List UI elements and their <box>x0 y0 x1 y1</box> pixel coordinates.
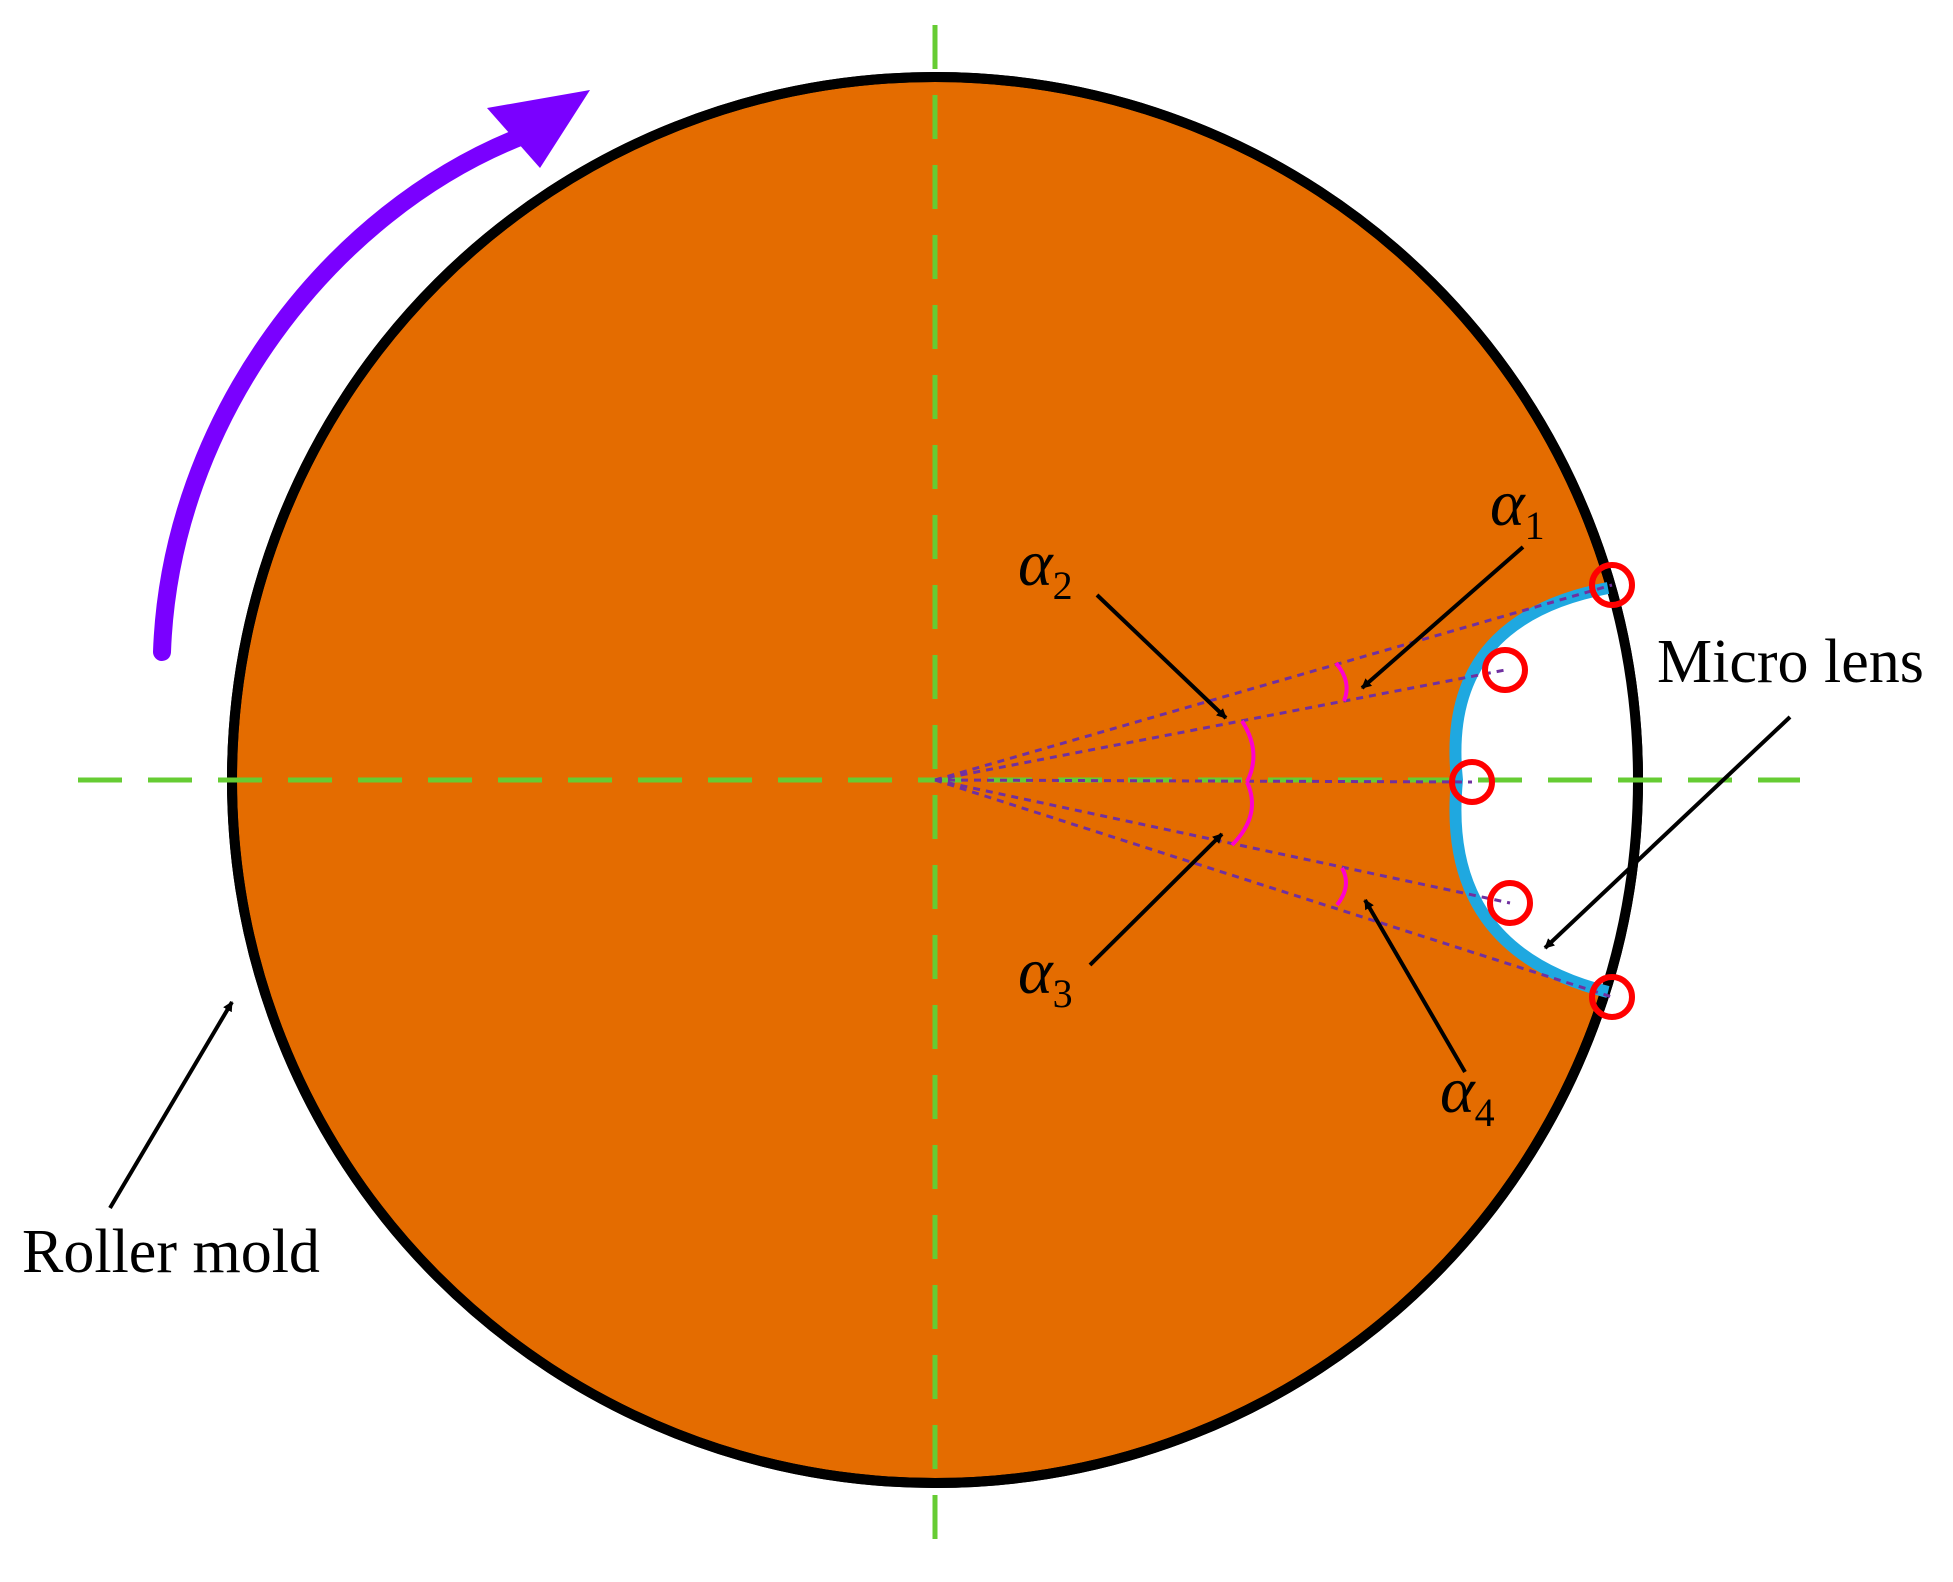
pointer-roller-mold <box>108 1000 234 1210</box>
label-roller-mold: Roller mold <box>22 1218 320 1286</box>
sample-point-3 <box>1449 759 1495 805</box>
label-alpha-3: α3 <box>1018 935 1073 1016</box>
ray-5 <box>934 778 1613 999</box>
label-micro-lens: Micro lens <box>1657 628 1924 696</box>
micro-lens-curve <box>1449 582 1610 998</box>
rotation-arrow-icon <box>153 126 534 661</box>
pointer-alpha-1 <box>1360 545 1525 690</box>
ray-2 <box>934 668 1506 782</box>
label-alpha-1: α1 <box>1490 467 1545 548</box>
sample-point-2 <box>1482 647 1528 693</box>
sample-point-5 <box>1589 974 1635 1020</box>
label-alpha-2: α2 <box>1018 527 1073 608</box>
angle-rays <box>934 583 1613 999</box>
alpha-1-symbol: α <box>1490 467 1526 540</box>
sample-point-4 <box>1487 880 1533 926</box>
alpha-1-subscript: 1 <box>1525 503 1545 548</box>
arc-alpha-3 <box>1230 781 1254 847</box>
lens-sample-points <box>1449 562 1635 1020</box>
ray-1 <box>934 583 1613 782</box>
angle-arcs <box>1230 661 1349 907</box>
rotation-arrowhead <box>487 90 590 168</box>
alpha-3-symbol: α <box>1018 935 1054 1008</box>
pointer-alpha-3 <box>1088 832 1224 967</box>
pointer-alpha-2 <box>1095 593 1228 720</box>
alpha-2-symbol: α <box>1018 527 1054 600</box>
arc-alpha-2 <box>1240 719 1256 783</box>
label-alpha-4: α4 <box>1440 1054 1495 1135</box>
pointer-arrows <box>108 545 1792 1210</box>
pointer-alpha-4 <box>1363 898 1467 1074</box>
alpha-4-subscript: 4 <box>1475 1090 1495 1135</box>
arc-alpha-4 <box>1335 867 1348 907</box>
alpha-2-subscript: 2 <box>1053 563 1073 608</box>
alpha-4-symbol: α <box>1440 1054 1476 1127</box>
alpha-3-subscript: 3 <box>1053 971 1073 1016</box>
ray-3 <box>934 778 1473 784</box>
arc-alpha-1 <box>1334 661 1349 702</box>
sample-point-1 <box>1589 562 1635 608</box>
pointer-micro-lens <box>1543 715 1792 950</box>
